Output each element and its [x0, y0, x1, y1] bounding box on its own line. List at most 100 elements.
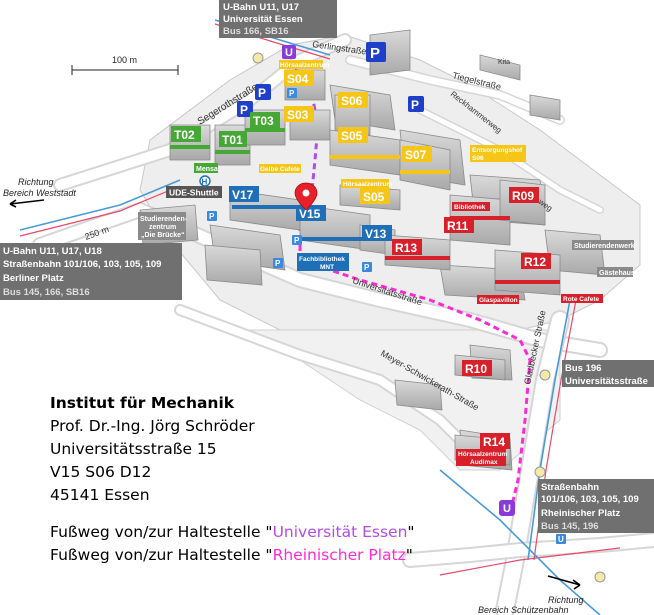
transit-left-line2: Straßenbahn 101/106, 103, 105, 109	[3, 259, 161, 270]
walk-route-rheinischer: Fußweg von/zur Haltestelle "Rheinischer …	[50, 544, 413, 567]
building-label: S05	[341, 129, 363, 143]
green-labels: T02 T01 T03 Mensa	[171, 112, 280, 173]
building-label: S05	[363, 190, 385, 204]
hoersaalzentrum-s05: Hörsaalzentrum	[341, 179, 392, 188]
location-pin-icon	[294, 182, 318, 211]
street-address: Universitätsstraße 15	[50, 440, 217, 458]
facility-label: Hörsaalzentrum	[280, 62, 329, 69]
arrow-right-icon	[547, 575, 581, 590]
red-labels: R09 Bibliothek R11 R13 R12 Glaspavillon …	[392, 187, 603, 466]
ubahn-icon-top: U	[282, 45, 296, 59]
building-v13: V13	[362, 225, 392, 241]
building-r13: R13	[392, 239, 422, 255]
ubahn-icon-bottom: U	[499, 500, 515, 516]
ude-shuttle-label: UDE-Shuttle H	[166, 175, 222, 198]
tram-stop-icon	[199, 175, 211, 187]
transit-rightbottom-line2: 101/106, 103, 105, 109	[541, 494, 639, 505]
bibliothek-label: Bibliothek	[452, 202, 490, 211]
facility-label: Fachbibliothek	[299, 256, 345, 263]
facility-label: Studierenden-	[140, 216, 188, 223]
rote-cafete-label: Rote Cafete	[561, 294, 603, 303]
bus-stop-icons	[252, 52, 606, 583]
building-r09: R09	[509, 187, 539, 203]
facility-label: Glaspavillon	[479, 297, 518, 304]
bus-stop-icon	[594, 571, 606, 583]
transit-left-line3: Berliner Platz	[3, 273, 64, 284]
building-s03: S03	[284, 106, 314, 122]
facility-label: Gelbe Cafete	[260, 166, 300, 173]
facility-label: Bibliothek	[454, 204, 486, 211]
building-label: S07	[405, 148, 427, 162]
spacer	[50, 507, 410, 521]
parking-letter: P	[209, 212, 215, 221]
building-t01: T01	[219, 131, 247, 147]
building-v17: V17	[229, 186, 259, 202]
mensa-label: Mensa	[194, 163, 218, 173]
building-label: S04	[287, 72, 309, 86]
parking-letter: P	[258, 86, 266, 100]
parking-icon-small: P	[207, 211, 217, 221]
transit-left-line1: U-Bahn U11, U17, U18	[3, 246, 102, 257]
ubahn-letter: U	[558, 535, 564, 544]
walk2-prefix: Fußweg von/zur Haltestelle "	[50, 546, 273, 564]
parking-icon-small: P	[362, 262, 372, 272]
transit-rightbottom-line1: Straßenbahn	[541, 482, 599, 493]
walk1-stop: Universität Essen	[272, 523, 408, 541]
building-t03: T03	[250, 112, 280, 128]
info-block: Institut für Mechanik Prof. Dr.-Ing. Jör…	[50, 392, 415, 567]
building-r10: R10	[462, 360, 492, 376]
facility-label: Mensa	[196, 166, 218, 173]
building-r11: R11	[444, 217, 474, 233]
building-label: R11	[447, 219, 469, 233]
route-rheinischer-platz	[298, 225, 532, 506]
building-r12: R12	[521, 253, 551, 269]
direction-weststadt: Richtung Bereich Weststadt	[3, 177, 76, 208]
transit-top-line1: U-Bahn U11, U17	[223, 2, 299, 13]
facility-label: zentrum	[149, 224, 176, 231]
parking-letter: P	[275, 259, 281, 268]
parking-icon: P	[255, 84, 271, 100]
transit-rightmid-line1: Bus 196	[565, 363, 601, 374]
walk2-suffix: "	[405, 546, 413, 564]
ubahn-letter: U	[503, 503, 511, 515]
parking-letter: P	[294, 236, 300, 245]
building-label: R09	[512, 189, 534, 203]
parking-icon-small: P	[287, 88, 297, 98]
walk1-prefix: Fußweg von/zur Haltestelle "	[50, 523, 273, 541]
ubahn-icon-small: U	[556, 534, 566, 544]
parking-letter: P	[240, 103, 248, 117]
building-t02: T02	[171, 126, 201, 142]
facility-label: Audimax	[470, 459, 498, 466]
building-label: R12	[524, 255, 546, 269]
parking-letter: P	[289, 89, 295, 98]
parking-icon: P	[408, 96, 424, 112]
facility-label: Hörsaalzentrum	[458, 451, 507, 458]
parking-icons: P P P P P P P P P	[207, 42, 424, 272]
building-v15: V15	[296, 205, 326, 221]
building-label: V13	[365, 227, 387, 241]
transit-rightbottom-line4: Bus 145, 196	[541, 521, 599, 532]
building-s05: S05	[338, 127, 368, 143]
building-label: V17	[232, 188, 254, 202]
roads	[32, 33, 654, 615]
building-label: S06	[341, 94, 363, 108]
building-label: T03	[253, 114, 274, 128]
studierendenwerk-label: Studierendenwerk	[572, 240, 635, 250]
walk-route-universitaet: Fußweg von/zur Haltestelle "Universität …	[50, 521, 415, 544]
transit-box-left: U-Bahn U11, U17, U18 Straßenbahn 101/106…	[0, 243, 182, 300]
glaspavillon-label: Glaspavillon	[477, 295, 519, 304]
facility-label: Entsorgungshof	[472, 147, 523, 154]
parking-letter: P	[411, 98, 419, 112]
parking-letter: P	[370, 45, 380, 62]
dir-schuetzenbahn-line1: Richtung	[548, 595, 584, 605]
transit-box-top: U-Bahn U11, U17 Universität Essen Bus 16…	[219, 0, 337, 38]
facility-label: MNT	[320, 264, 334, 271]
building-s05-b: S05	[360, 188, 390, 204]
transit-box-right-bottom: Straßenbahn 101/106, 103, 105, 109 Rhein…	[538, 479, 654, 533]
building-s04: S04	[284, 70, 314, 86]
building-label: V15	[299, 207, 321, 221]
parking-icon-small: P	[273, 258, 283, 268]
building-s07: S07	[402, 146, 432, 162]
